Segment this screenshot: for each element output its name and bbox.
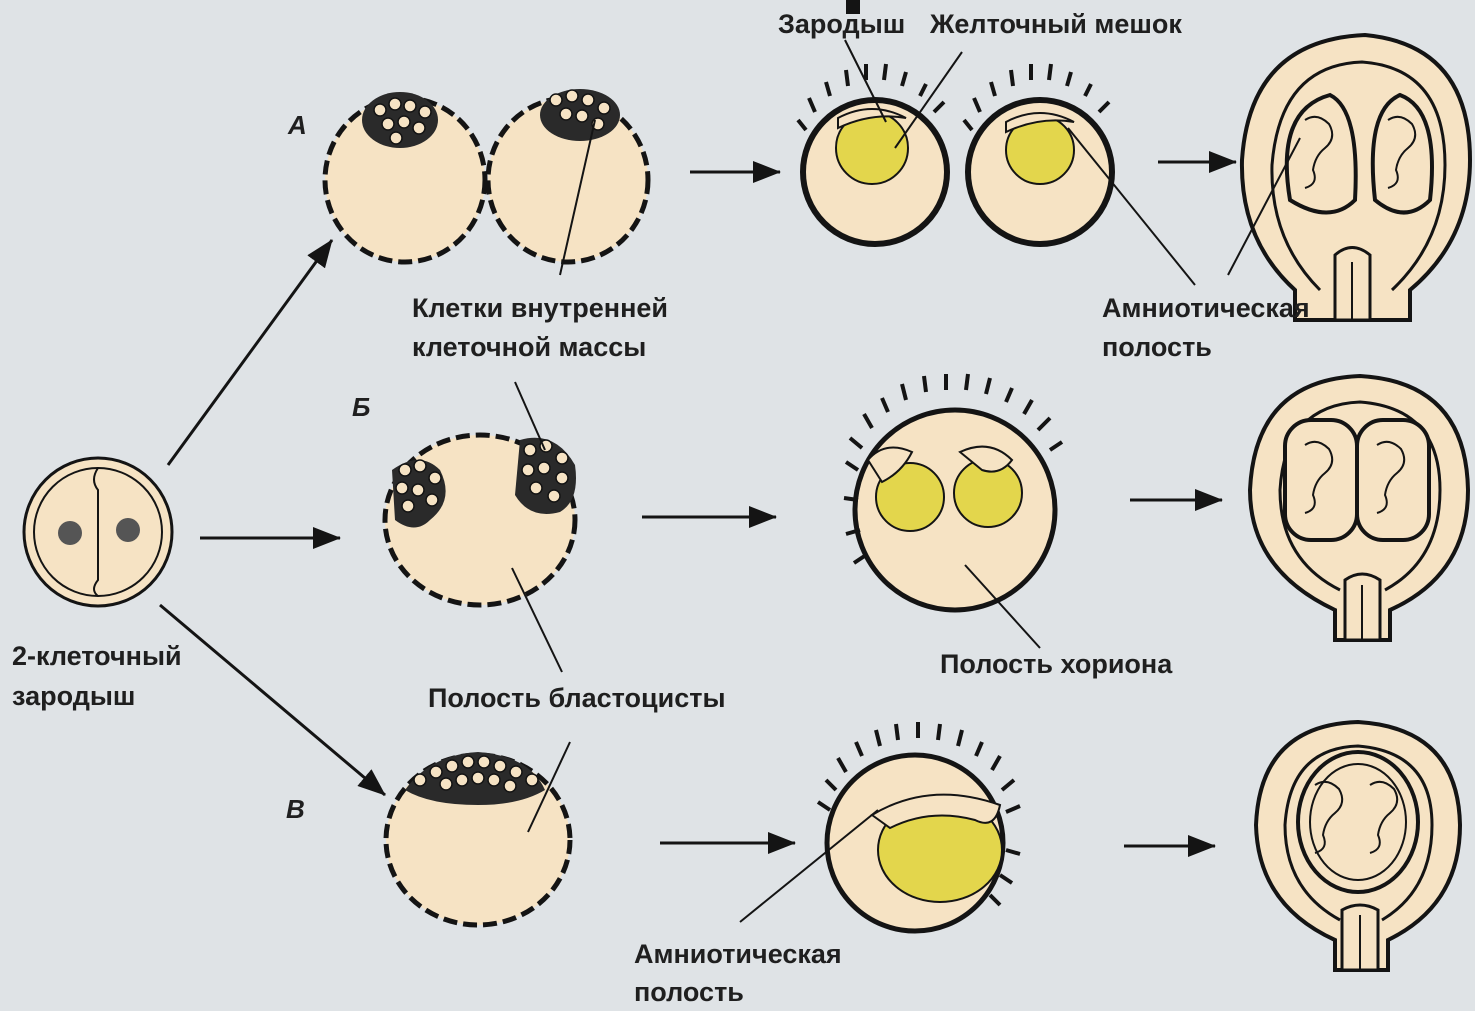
label-blastocyst-cavity: Полость бластоцисты: [428, 680, 726, 717]
chorion-a-left: [798, 40, 962, 244]
late-stage-b: [1250, 376, 1468, 640]
label-yolk-sac: Желточный мешок: [930, 6, 1182, 43]
blastocyst-a-left: [325, 92, 485, 262]
branch-arrows: [160, 240, 385, 795]
label-amniotic-cavity-bottom-line2: полость: [634, 974, 744, 1011]
late-stage-c: [1256, 722, 1460, 970]
label-two-cell-embryo-line2: зародыш: [12, 678, 135, 715]
label-two-cell-embryo-line1: 2-клеточный: [12, 638, 182, 675]
label-amniotic-cavity-top-line1: Амниотическая: [1102, 290, 1310, 327]
row-label-b: Б: [352, 392, 370, 423]
label-embryo: Зародыш: [778, 6, 905, 43]
row-label-a: А: [288, 110, 307, 141]
label-amniotic-cavity-bottom-line1: Амниотическая: [634, 936, 842, 973]
label-inner-cell-mass-line1: Клетки внутренней: [412, 290, 668, 327]
chorion-b: [844, 374, 1062, 648]
label-inner-cell-mass-line2: клеточной массы: [412, 329, 646, 366]
blastocyst-a-right: [488, 89, 648, 275]
chorion-c: [740, 722, 1020, 931]
row-label-c: В: [286, 794, 305, 825]
blastocyst-b: [385, 382, 576, 672]
label-amniotic-cavity-top-line2: полость: [1102, 329, 1212, 366]
blastocyst-c: [386, 742, 570, 925]
label-chorion-cavity: Полость хориона: [940, 646, 1172, 683]
late-stage-a: [1228, 35, 1470, 320]
two-cell-embryo: [24, 458, 172, 606]
chorion-a-right: [964, 64, 1195, 285]
